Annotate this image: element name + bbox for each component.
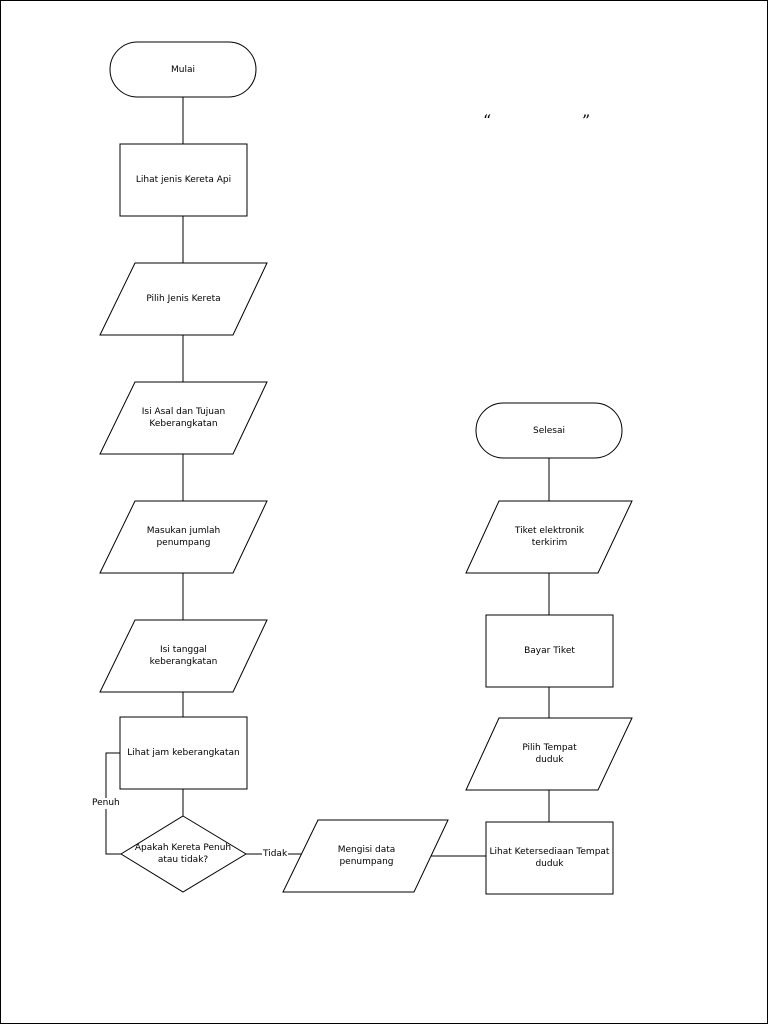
io-isi-tanggal (99, 619, 268, 693)
open-quote-mark: “ (483, 111, 492, 130)
decision-apakah-penuh (120, 815, 247, 893)
terminator-selesai (475, 402, 623, 459)
terminator-mulai (109, 41, 257, 98)
io-isi-asal (99, 381, 268, 455)
process-lihat-jam (119, 716, 248, 790)
io-masukan-jumlah (99, 500, 268, 574)
process-lihat-ketersediaan (485, 821, 614, 895)
process-lihat-jenis (119, 143, 248, 217)
close-quote-mark: ” (582, 111, 591, 130)
process-bayar-tiket (485, 614, 614, 688)
io-mengisi-data (282, 819, 449, 893)
io-pilih-jenis (99, 262, 268, 336)
io-tiket-elektronik (465, 500, 633, 574)
edge-label-penuh: Penuh (91, 798, 121, 809)
edge-label-tidak: Tidak (262, 849, 289, 860)
io-pilih-tempat (465, 717, 633, 791)
